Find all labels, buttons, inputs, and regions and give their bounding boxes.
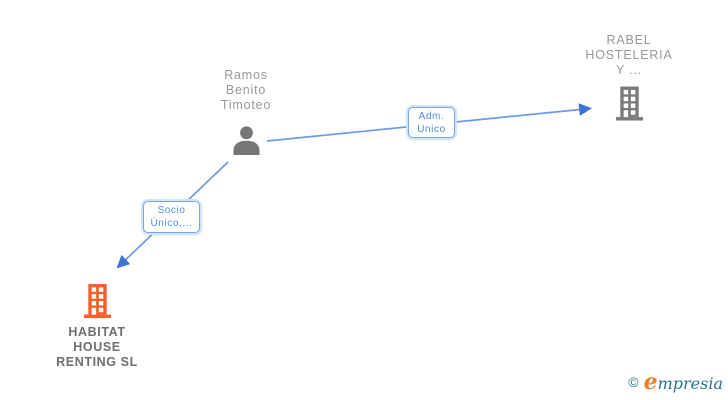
building-icon xyxy=(615,86,643,121)
company-name-label: HABITAT HOUSE RENTING SL xyxy=(56,325,138,370)
company-name-line: RABEL xyxy=(606,33,652,47)
company-name-line: HOUSE xyxy=(73,340,121,354)
edge-label-adm-unico[interactable]: Adm. Unico xyxy=(408,107,455,138)
building-icon xyxy=(83,284,111,319)
company-name-line: Y ... xyxy=(615,63,642,77)
person-name-line: Timoteo xyxy=(220,98,272,112)
edge-label-socio-unico[interactable]: Socio Único,... xyxy=(143,201,200,233)
empresia-wordmark: empresia xyxy=(644,369,723,395)
person-name-line: Benito xyxy=(225,83,267,97)
company-name-line: RENTING SL xyxy=(56,355,138,369)
edge-label-line: Unico xyxy=(417,123,446,135)
person-icon xyxy=(233,126,259,155)
person-name-line: Ramos xyxy=(224,68,268,82)
edge-label-line: Adm. xyxy=(418,110,445,122)
node-person-ramos-benito-timoteo[interactable]: Ramos Benito Timoteo xyxy=(186,68,306,155)
company-name-label: RABEL HOSTELERIA Y ... xyxy=(585,33,672,78)
empresia-logo: © empresia xyxy=(628,369,723,395)
edge-label-line: Único,... xyxy=(150,218,193,229)
company-name-line: HABITAT xyxy=(68,325,126,339)
company-name-line: HOSTELERIA xyxy=(585,48,673,62)
brand-rest: mpresia xyxy=(657,374,723,393)
node-company-rabel-hosteleria[interactable]: RABEL HOSTELERIA Y ... xyxy=(569,33,689,121)
copyright-icon: © xyxy=(628,374,639,390)
brand-initial: e xyxy=(643,369,658,395)
node-company-habitat-house-renting[interactable]: HABITAT HOUSE RENTING SL xyxy=(37,283,157,370)
edge-label-line: Socio xyxy=(157,205,186,216)
person-name-label: Ramos Benito Timoteo xyxy=(221,68,271,113)
